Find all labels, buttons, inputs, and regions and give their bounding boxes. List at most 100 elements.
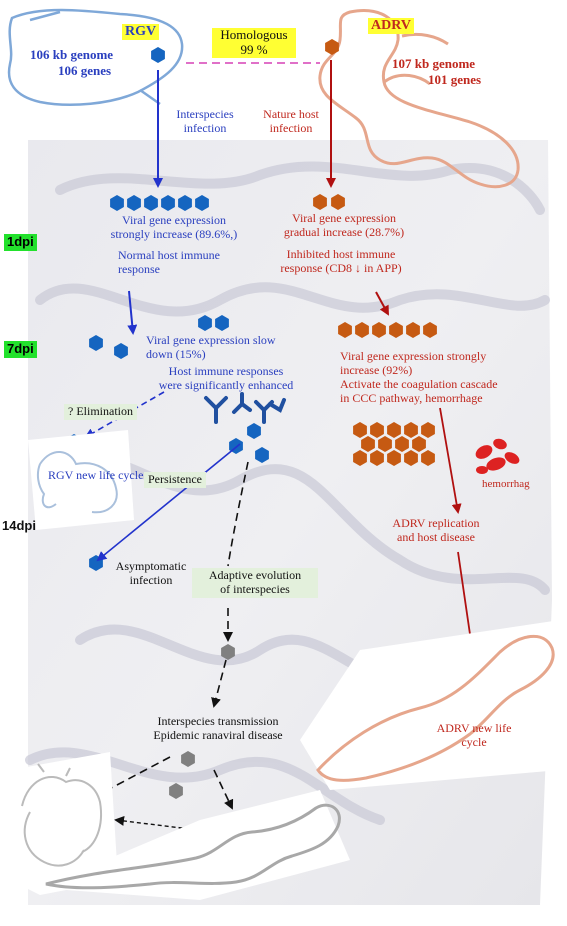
- adrv-virion-hexagon: [387, 450, 401, 466]
- to-transmission-arrow: [211, 659, 227, 708]
- adrv-7dpi-coagulation-line1: Activate the coagulation cascade: [340, 377, 498, 391]
- adrv-1dpi-to-7dpi-arrow: [375, 291, 389, 316]
- adrv-label: ADRV: [368, 18, 414, 35]
- rgv-1dpi-expression: Viral gene expression strongly increase …: [100, 213, 248, 242]
- adrv-new-cycle-arrow: [457, 551, 476, 650]
- adrv-7dpi-coagulation: Activate the coagulation cascade in CCC …: [340, 377, 498, 406]
- interspecies-infection-label: Interspecies infection: [165, 107, 245, 136]
- adrv-virion-hexagon: [421, 450, 435, 466]
- adaptive-evolution-arrow: [227, 461, 249, 567]
- transmission-line1: Interspecies transmission: [157, 714, 279, 728]
- adaptive-line2: of interspecies: [220, 581, 290, 596]
- rgv-1dpi-immune: Normal host immune response: [118, 248, 220, 277]
- hemorrhage-icon: [475, 438, 520, 474]
- transmission-line2: Epidemic ranaviral disease: [153, 727, 283, 742]
- rgv-tadpole-outline: [7, 8, 184, 106]
- interspecies-transmission: Interspecies transmission Epidemic ranav…: [134, 714, 302, 743]
- rgv-virion-hexagon: [151, 47, 165, 63]
- rgv-7dpi-expression-line2: down (15%): [146, 346, 206, 361]
- rgv-virion-hexagon: [198, 315, 212, 331]
- adrv-genome-size: 107 kb genome: [392, 56, 476, 71]
- adrv-virion-hexagon: [406, 322, 420, 338]
- adrv-virion-hexagon: [395, 436, 409, 452]
- adrv-virion-hexagon: [353, 450, 367, 466]
- asymptomatic-line1: Asymptomatic: [115, 559, 187, 573]
- adrv-virion-hexagon: [404, 450, 418, 466]
- homologous-box: Homologous 99 %: [212, 27, 296, 58]
- adrv-virion-hexagon: [372, 322, 386, 338]
- homologous-value: 99 %: [240, 41, 268, 57]
- adrv-virion-hexagon: [378, 436, 392, 452]
- rgv-virion-hexagon: [114, 343, 128, 359]
- adrv-replication-arrow: [439, 407, 462, 514]
- adrv-virion-hexagon: [423, 322, 437, 338]
- rgv-virion-hexagon: [247, 423, 261, 439]
- adaptive-evolution-box: Adaptive evolution of interspecies: [192, 568, 318, 598]
- adrv-virion-hexagon: [404, 422, 418, 438]
- timepoint-7dpi: 7dpi: [4, 341, 37, 358]
- adrv-replication: ADRV replication and host disease: [376, 516, 496, 545]
- adrv-virion-hexagon: [355, 322, 369, 338]
- adrv-7dpi-expression-line1: Viral gene expression strongly: [340, 349, 487, 363]
- adrv-virion-hexagon: [370, 450, 384, 466]
- adrv-replication-line1: ADRV replication: [392, 516, 480, 530]
- adrv-salamander-outline: [318, 9, 520, 189]
- bottom-salamander-drawing: [40, 790, 350, 900]
- rgv-virion-hexagon: [215, 315, 229, 331]
- rgv-7dpi-immune: Host immune responses were significantly…: [156, 364, 296, 393]
- adrv-1dpi-expression-line1: Viral gene expression: [292, 211, 396, 225]
- adrv-7dpi-expression-line2: increase (92%): [340, 362, 413, 377]
- rgv-virion-hexagon: [144, 195, 158, 211]
- rgv-1dpi-to-7dpi-arrow: [127, 290, 138, 335]
- grey-virion-hexagon: [169, 783, 183, 799]
- adrv-salamander-drawing: [300, 620, 560, 790]
- rgv-virion-hexagon: [89, 335, 103, 351]
- adrv-1dpi-immune-line2: response (CD8 ↓ in APP): [280, 260, 402, 275]
- grey-virion-hexagon: [181, 751, 195, 767]
- persistence-label: Persistence: [144, 472, 206, 488]
- timepoint-1dpi: 1dpi: [4, 234, 37, 251]
- adrv-1dpi-expression: Viral gene expression gradual increase (…: [274, 211, 414, 240]
- rgv-7dpi-immune-line2: were significantly enhanced: [158, 377, 294, 392]
- adrv-virion-hexagon: [325, 39, 339, 55]
- rgv-frog-drawing: [28, 430, 134, 530]
- adrv-1dpi-immune-line1: Inhibited host immune: [286, 247, 396, 261]
- rgv-new-life-cycle: RGV new life cycle: [48, 468, 144, 482]
- antibody-icons: [204, 392, 286, 424]
- rgv-virion-hexagon: [195, 195, 209, 211]
- asymptomatic-infection: Asymptomatic infection: [106, 559, 196, 588]
- adrv-virion-hexagon: [370, 422, 384, 438]
- adrv-7dpi-expression: Viral gene expression strongly increase …: [340, 349, 487, 378]
- rgv-persistence-arrow: [96, 443, 241, 562]
- asymptomatic-line2: infection: [129, 572, 173, 587]
- adrv-7dpi-coagulation-line2: in CCC pathway, hemorrhage: [340, 390, 483, 405]
- rgv-1dpi-expression-line2: strongly increase (89.6%,): [110, 226, 238, 241]
- rgv-1dpi-immune-line2: response: [118, 261, 160, 276]
- adrv-1dpi-immune: Inhibited host immune response (CD8 ↓ in…: [266, 247, 416, 276]
- rgv-virion-hexagon: [110, 195, 124, 211]
- rgv-7dpi-expression-line1: Viral gene expression slow: [146, 333, 276, 347]
- adrv-virion-hexagon: [331, 194, 345, 210]
- rgv-virion-hexagon: [127, 195, 141, 211]
- adrv-virion-hexagon: [353, 422, 367, 438]
- adaptive-line1: Adaptive evolution: [208, 568, 302, 582]
- rgv-7dpi-immune-line1: Host immune responses: [168, 364, 284, 378]
- adrv-replication-line2: and host disease: [397, 529, 475, 544]
- adrv-virion-hexagon: [412, 436, 426, 452]
- adrv-virion-hexagon: [338, 322, 352, 338]
- adrv-virion-hexagon: [421, 422, 435, 438]
- rgv-virion-hexagon: [161, 195, 175, 211]
- adrv-new-life-cycle: ADRV new life cycle: [436, 721, 512, 749]
- rgv-virion-hexagon: [178, 195, 192, 211]
- homologous-label: Homologous: [220, 27, 288, 42]
- rgv-genome-size: 106 kb genome: [30, 47, 114, 62]
- hemorrhage-label: hemorrhag: [482, 478, 530, 490]
- rgv-label: RGV: [122, 24, 160, 41]
- rgv-gene-count: 106 genes: [58, 63, 112, 78]
- adrv-gene-count: 101 genes: [428, 72, 482, 87]
- adrv-virion-hexagon: [389, 322, 403, 338]
- adrv-virion-hexagon: [361, 436, 375, 452]
- adrv-1dpi-expression-line2: gradual increase (28.7%): [283, 224, 405, 239]
- adrv-virion-hexagon: [387, 422, 401, 438]
